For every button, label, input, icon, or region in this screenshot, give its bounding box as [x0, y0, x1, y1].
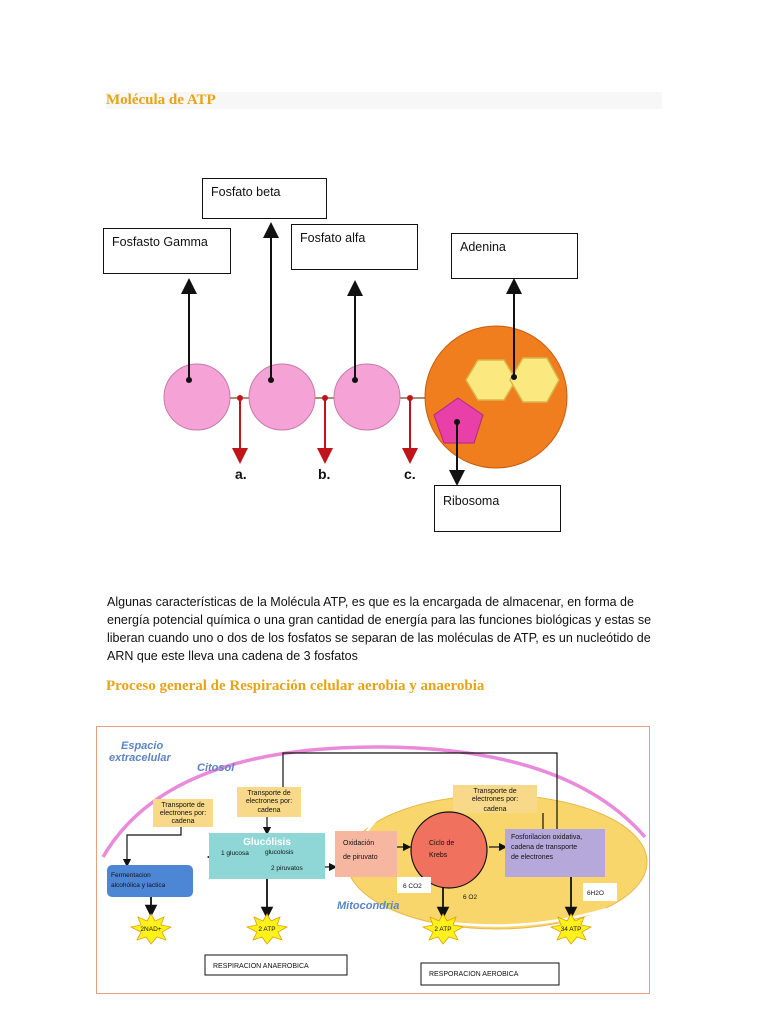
bond-letter-a: a.: [235, 466, 247, 482]
anaerobic-box: [204, 954, 348, 976]
anaerobic-label: RESPIRACION ANAEROBICA: [213, 963, 309, 970]
label-ribosoma: Ribosoma: [434, 485, 561, 532]
o2-label: 6 O2: [463, 894, 477, 901]
respiration-diagram: Espacio extracelular Citosol Mitocondria…: [96, 726, 650, 994]
paragraph-line: liberan cuando uno o dos de los fosfatos…: [107, 631, 651, 645]
oxidative-line: cadena de transporte: [511, 844, 577, 851]
label-fosfasto-gamma: Fosfasto Gamma: [103, 228, 231, 274]
output-atp-3: 34 ATP: [561, 926, 582, 933]
h2o-box: [583, 883, 617, 901]
co2-label: 6 CO2: [403, 883, 422, 890]
output-nad: 2NAD+: [140, 926, 161, 933]
burst-atp-2: [421, 913, 465, 945]
glycolysis-pyruvate: 2 piruvatos: [271, 865, 304, 872]
transport-mid-line: electrones por:: [246, 798, 292, 805]
transport-right-line: Transporte de: [473, 788, 516, 795]
transport-left-line: Transporte de: [161, 802, 204, 809]
burst-nad: [129, 913, 173, 945]
glycolysis-process: glucolosis: [265, 849, 294, 856]
glycolysis-glucose: 1 glucosa: [221, 850, 249, 857]
transport-box-mid: [237, 787, 301, 817]
atp-diagram: a. b. c.: [163, 222, 568, 486]
output-atp-2: 2 ATP: [434, 926, 451, 933]
transport-right-line: electrones por:: [472, 796, 518, 803]
glycolysis-box: [209, 833, 325, 879]
oxidative-line: Fosforilacion oxidativa,: [511, 834, 582, 841]
oxidative-box: [505, 829, 605, 877]
krebs-cycle: [410, 811, 488, 889]
paragraph-line: Algunas características de la Molécula A…: [107, 595, 634, 609]
region-extracellular-2: extracelular: [109, 752, 171, 764]
phosphate-alfa-circle: [333, 363, 401, 431]
region-extracellular: Espacio: [121, 740, 163, 752]
atp-description: Algunas características de la Molécula A…: [107, 593, 667, 665]
label-adenina: Adenina: [451, 233, 578, 279]
transport-mid-line: Transporte de: [247, 790, 290, 797]
transport-right-line: cadena: [484, 806, 507, 813]
adenine-base-right: [509, 357, 560, 403]
oxidation-line: Oxidación: [343, 840, 374, 847]
oxidation-line: de piruvato: [343, 854, 378, 861]
burst-atp-1: [245, 913, 289, 945]
region-mitochondria: Mitocondria: [337, 900, 399, 912]
fermentation-box: [107, 865, 193, 897]
transport-box-left: [153, 799, 213, 827]
aerobic-label: RESPORACION AEROBICA: [429, 971, 519, 978]
glycolysis-title: Glucólisis: [243, 837, 291, 848]
paragraph-line: ARN que este lleva una cadena de 3 fosfa…: [107, 649, 358, 663]
phosphate-gamma-circle: [163, 363, 231, 431]
aerobic-box: [420, 962, 560, 986]
krebs-line: Ciclo de: [429, 840, 454, 847]
transport-left-line: electrones por:: [160, 810, 206, 817]
h2o-label: 6H2O: [587, 890, 604, 897]
region-cytosol: Citosol: [197, 762, 235, 774]
paragraph-line: energía potencial química o una gran can…: [107, 613, 652, 627]
atp-heading: Molécula de ATP: [106, 92, 662, 109]
cell-membrane: [101, 745, 647, 858]
co2-box: [397, 877, 431, 893]
transport-mid-line: cadena: [258, 807, 281, 814]
bond-letter-c: c.: [404, 466, 416, 482]
transport-left-line: cadena: [172, 818, 195, 825]
respiration-heading: Proceso general de Respiración celular a…: [106, 678, 485, 694]
oxidative-line: de electrones: [511, 854, 554, 861]
bond-letter-b: b.: [318, 466, 330, 482]
phosphate-beta-circle: [248, 363, 316, 431]
burst-atp-3: [549, 913, 593, 945]
fermentation-line: Fermentacion: [111, 872, 151, 879]
krebs-line: Krebs: [429, 852, 448, 859]
oxidation-box: [335, 831, 397, 877]
label-fosfato-alfa: Fosfato alfa: [291, 224, 418, 270]
fermentation-line: alcohólica y lactica: [111, 882, 166, 889]
label-fosfato-beta: Fosfato beta: [202, 178, 327, 219]
transport-box-right: [453, 785, 537, 813]
output-atp-1: 2 ATP: [258, 926, 275, 933]
